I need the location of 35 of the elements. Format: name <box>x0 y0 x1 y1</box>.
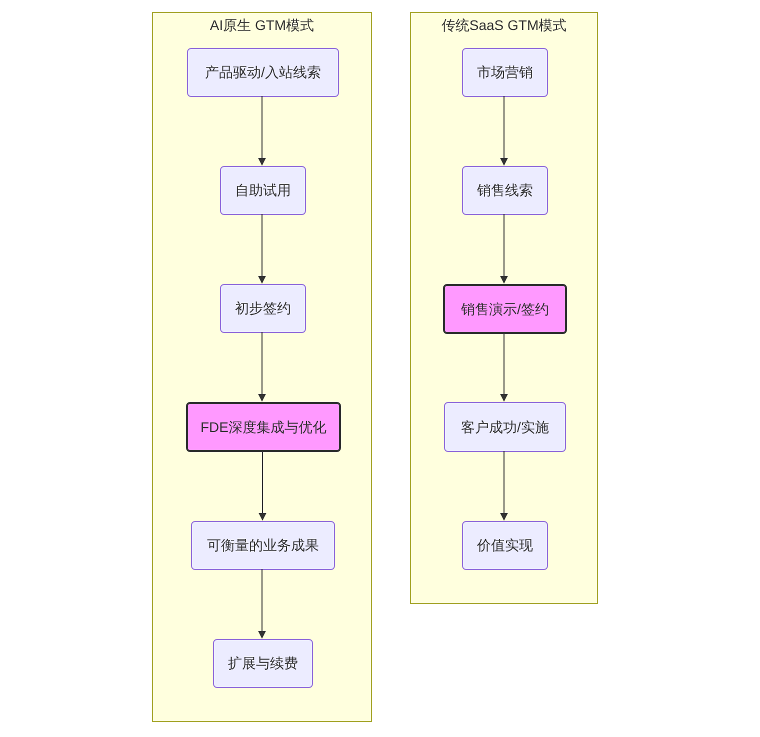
node-label: 自助试用 <box>235 181 291 200</box>
arrow <box>258 96 266 166</box>
arrow <box>500 214 508 284</box>
process-box <box>186 402 341 452</box>
node-label: FDE深度集成与优化 <box>200 418 326 436</box>
arrow <box>258 450 266 521</box>
process-box <box>220 284 306 333</box>
group-title: AI原生 GTM模式 <box>210 16 314 35</box>
process-box <box>187 48 339 97</box>
process-box <box>191 521 335 570</box>
node-label: 产品驱动/入站线索 <box>205 63 321 82</box>
group-frame <box>410 12 598 604</box>
process-box <box>443 284 567 334</box>
node-label: 价值实现 <box>477 536 533 555</box>
process-box <box>462 48 548 97</box>
process-box <box>462 166 548 215</box>
arrow <box>500 332 508 402</box>
arrow <box>500 450 508 521</box>
node-label: 客户成功/实施 <box>461 418 549 436</box>
process-box <box>444 402 566 452</box>
node-label: 销售演示/签约 <box>461 300 549 318</box>
node-label: 销售线索 <box>477 181 533 200</box>
group-title: 传统SaaS GTM模式 <box>441 16 567 35</box>
node-label: 可衡量的业务成果 <box>207 536 319 555</box>
arrow <box>258 214 266 284</box>
process-box <box>220 166 306 215</box>
arrow <box>258 568 266 639</box>
group-frame <box>152 12 372 722</box>
process-box <box>213 639 313 688</box>
process-box <box>462 521 548 570</box>
node-label: 扩展与续费 <box>228 654 298 673</box>
node-label: 初步签约 <box>235 299 291 318</box>
node-label: 市场营销 <box>477 63 533 82</box>
arrow <box>258 332 266 402</box>
arrow <box>500 96 508 166</box>
